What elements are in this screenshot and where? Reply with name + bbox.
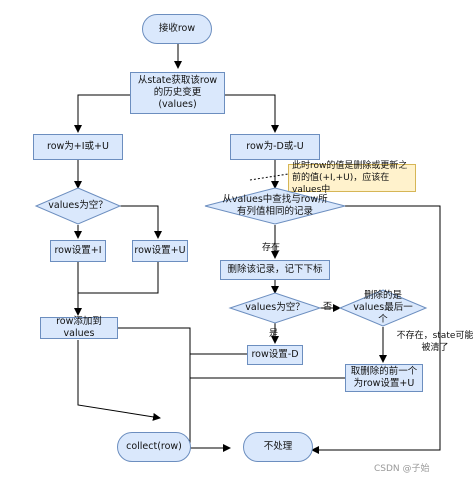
edge-label-no: 否	[323, 302, 333, 312]
csdn-watermark: CSDN @子始	[374, 464, 430, 474]
decision-deleted-last: 删除的是values最后一个	[353, 290, 413, 325]
node-no-process: 不处理	[243, 432, 313, 462]
node-get-history: 从state获取该row的历史变更(values)	[130, 72, 225, 114]
decision-find-same: 从values中查找与row所有列值相同的记录	[222, 194, 328, 217]
node-prev-set-u: 取删除的前一个为row设置+U	[345, 364, 423, 392]
node-set-d: row设置-D	[247, 345, 303, 365]
node-start: 接收row	[142, 14, 212, 44]
node-branch-du: row为-D或-U	[230, 134, 320, 160]
node-branch-iu: row为+I或+U	[33, 134, 123, 160]
node-add-row: row添加到values	[40, 316, 118, 339]
note-row-value: 此时row的值是删除或更新之前的值(+I,+U)，应该在values中	[288, 161, 416, 195]
edge-label-exists: 存在	[262, 243, 281, 253]
decision-values-empty-2: values为空？	[245, 302, 305, 313]
edge-label-yes: 是	[269, 329, 279, 339]
edge-label-not-exist: 不存在，state可能被清了	[396, 331, 474, 353]
node-delete-record: 删除该记录，记下下标	[220, 260, 330, 280]
node-set-i: row设置+I	[50, 240, 106, 262]
decision-values-empty-1: values为空？	[48, 200, 108, 211]
node-set-u: row设置+U	[132, 240, 188, 262]
node-collect: collect(row)	[117, 432, 191, 462]
